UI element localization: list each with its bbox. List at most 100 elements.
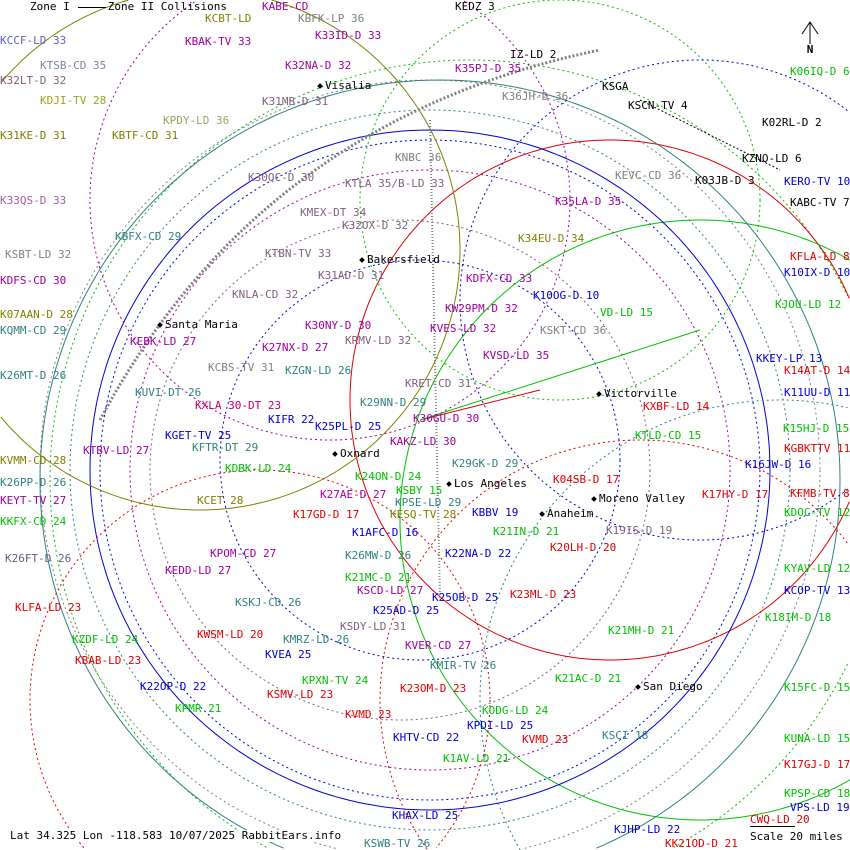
station-label[interactable]: KDFX-CD 33 — [466, 272, 533, 285]
station-label[interactable]: K17GD-D 17 — [293, 508, 360, 521]
station-label[interactable]: K33ID-D 33 — [315, 29, 382, 42]
station-label[interactable]: KVSD-LD 35 — [483, 349, 550, 362]
station-label[interactable]: K06IQ-D 6 — [790, 65, 850, 78]
station-label[interactable]: KTLA 35/B-LD 33 — [345, 177, 445, 190]
station-label[interactable]: K27AE-D 27 — [320, 488, 387, 501]
station-label[interactable]: K27NX-D 27 — [262, 341, 329, 354]
station-label[interactable]: K25AD-D 25 — [373, 604, 440, 617]
station-label[interactable]: K23ML-D 23 — [510, 588, 577, 601]
station-label[interactable]: K26FT-D 26 — [5, 552, 72, 565]
station-label[interactable]: K33QS-D 33 — [0, 194, 67, 207]
station-label[interactable]: KPDY-LD 36 — [163, 114, 230, 127]
station-label[interactable]: K26MW-D 26 — [345, 549, 412, 562]
station-label[interactable]: KEYT-TV 27 — [0, 494, 67, 507]
station-label[interactable]: K32NA-D 32 — [285, 59, 352, 72]
station-label[interactable]: KQMM-CD 29 — [0, 324, 67, 337]
station-label[interactable]: KPXN-TV 24 — [302, 674, 369, 687]
station-label[interactable]: KRMV-LD 32 — [345, 334, 412, 347]
station-label[interactable]: KKFX-CD 24 — [0, 515, 67, 528]
station-label[interactable]: KSGA — [602, 80, 629, 93]
station-label[interactable]: KGET-TV 25 — [165, 429, 232, 442]
station-label[interactable]: K32LT-D 32 — [0, 74, 67, 87]
station-label[interactable]: KDOC-TV 12 — [784, 506, 850, 519]
station-label[interactable]: KCBS-TV 31 — [208, 361, 275, 374]
station-label[interactable]: K11UU-D 11 — [784, 386, 850, 399]
station-label[interactable]: KTBV-LD 27 — [83, 444, 150, 457]
station-label[interactable]: KHTV-CD 22 — [393, 731, 460, 744]
station-label[interactable]: K34EU-D 34 — [518, 232, 585, 245]
station-label[interactable]: CWQ-LD 20 — [750, 813, 810, 826]
station-label[interactable]: KVEA 25 — [265, 648, 312, 661]
station-label[interactable]: KZGN-LD 26 — [285, 364, 352, 377]
station-label[interactable]: KTBN-TV 33 — [265, 247, 332, 260]
station-label[interactable]: KFLA-LD 8 — [790, 250, 850, 263]
station-label[interactable]: KEDZ 3 — [455, 0, 495, 13]
station-label[interactable]: KBAK-TV 33 — [185, 35, 252, 48]
station-label[interactable]: K18IM-D 18 — [765, 611, 832, 624]
station-label[interactable]: KTSB-CD 35 — [40, 59, 107, 72]
station-label[interactable]: KVER-CD 27 — [405, 639, 472, 652]
station-label[interactable]: K15HJ-D 15 — [783, 422, 850, 435]
station-label[interactable]: K36JH-D 36 — [502, 90, 569, 103]
station-label[interactable]: KABC-TV 7 — [790, 196, 850, 209]
station-label[interactable]: VPS-LD 19 — [790, 801, 850, 814]
station-label[interactable]: KCCF-LD 33 — [0, 34, 67, 47]
station-label[interactable]: KEVC-CD 36 — [615, 169, 682, 182]
station-label[interactable]: KDBK-LD 24 — [225, 462, 292, 475]
station-label[interactable]: K29GK-D 29 — [452, 457, 519, 470]
station-label[interactable]: KKEY-LP 13 — [756, 352, 823, 365]
station-label[interactable]: K25OB-D 25 — [432, 591, 499, 604]
station-label[interactable]: K1AFC-D 16 — [352, 526, 419, 539]
station-label[interactable]: KMEX-DT 34 — [300, 206, 367, 219]
station-label[interactable]: KUNA-LD 15 — [784, 732, 850, 745]
station-label[interactable]: K29NN-D 29 — [360, 396, 427, 409]
station-label[interactable]: K31AD-D 31 — [318, 269, 385, 282]
station-label[interactable]: K21AC-D 21 — [555, 672, 622, 685]
station-label[interactable]: KWSM-LD 20 — [197, 628, 264, 641]
station-label[interactable]: KFTR-DT 29 — [192, 441, 259, 454]
station-label[interactable]: KSCN-TV 4 — [628, 99, 688, 112]
station-label[interactable]: KCBT-LD — [205, 12, 252, 25]
station-label[interactable]: K30GU-D 30 — [413, 412, 480, 425]
station-label[interactable]: KTLD-CD 15 — [635, 429, 702, 442]
station-label[interactable]: KPMR 21 — [175, 702, 222, 715]
station-label[interactable]: K10OG-D 10 — [533, 289, 600, 302]
station-label[interactable]: K21IN-D 21 — [493, 525, 560, 538]
station-label[interactable]: KSCI 18 — [602, 729, 649, 742]
station-label[interactable]: KBFK-LP 36 — [298, 12, 365, 25]
station-label[interactable]: KSDY-LD 31 — [340, 620, 407, 633]
station-label[interactable]: K07AAN-D 28 — [0, 308, 73, 321]
station-label[interactable]: KIFR 22 — [268, 413, 315, 426]
station-label[interactable]: K19IS-D 19 — [606, 524, 673, 537]
station-label[interactable]: KXBF-LD 14 — [643, 400, 710, 413]
station-label[interactable]: IZ-LD 2 — [510, 48, 557, 61]
station-label[interactable]: KEDD-LD 27 — [165, 564, 232, 577]
station-label[interactable]: K24ON-D 24 — [355, 470, 422, 483]
station-label[interactable]: KVES-LD 32 — [430, 322, 497, 335]
station-label[interactable]: KZNO-LD 6 — [742, 152, 802, 165]
station-label[interactable]: K31MB-D 31 — [262, 95, 329, 108]
station-label[interactable]: KUVI-DT 26 — [135, 386, 202, 399]
station-label[interactable]: KMIR-TV 26 — [430, 659, 497, 672]
station-label[interactable]: K23OM-D 23 — [400, 682, 467, 695]
station-label[interactable]: KABE-CD — [262, 0, 309, 13]
station-label[interactable]: KSBT-LD 32 — [5, 248, 72, 261]
station-label[interactable]: KRET-CD 31 — [405, 377, 472, 390]
station-label[interactable]: KDJI-TV 28 — [40, 94, 107, 107]
station-label[interactable]: KZDF-LD 24 — [72, 633, 139, 646]
station-label[interactable]: KHAX-LD 25 — [392, 809, 459, 822]
station-label[interactable]: K16JW-D 16 — [745, 458, 812, 471]
station-label[interactable]: K35LA-D 35 — [555, 195, 622, 208]
station-label[interactable]: KVMD 23 — [522, 733, 569, 746]
station-label[interactable]: KJOU-LD 12 — [775, 298, 842, 311]
station-label[interactable]: K20LH-D 20 — [550, 541, 617, 554]
station-label[interactable]: K25PL-D 25 — [315, 420, 382, 433]
station-label[interactable]: KESQ-TV 28 — [390, 508, 457, 521]
station-label[interactable]: KPSP-CD 18 — [784, 787, 850, 800]
station-label[interactable]: KODG-LD 24 — [482, 704, 549, 717]
station-label[interactable]: KSBY 15 — [396, 484, 443, 497]
station-label[interactable]: KDFS-CD 30 — [0, 274, 67, 287]
station-label[interactable]: KBTF-CD 31 — [112, 129, 179, 142]
station-label[interactable]: KGBKTTV 11 — [784, 442, 850, 455]
station-label[interactable]: K31KE-D 31 — [0, 129, 67, 142]
